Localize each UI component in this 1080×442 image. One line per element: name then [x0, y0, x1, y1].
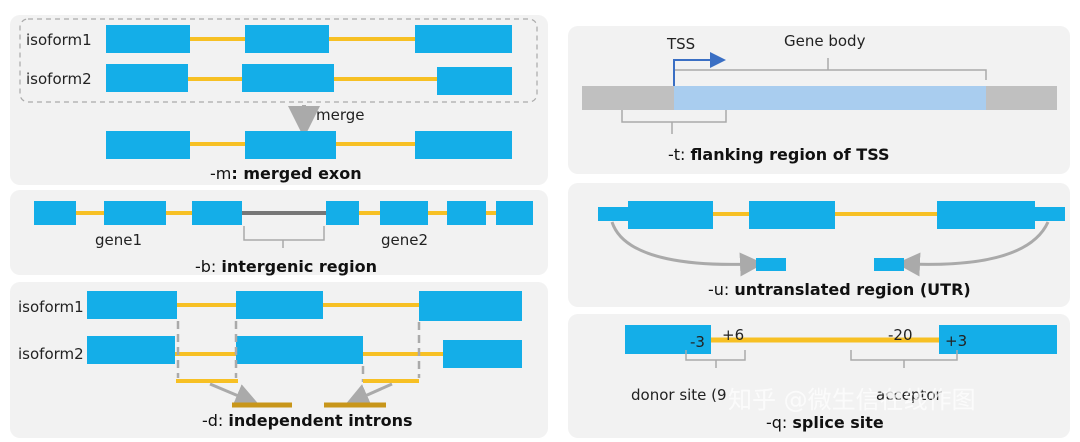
acceptor-site-label: acceptor: [876, 386, 942, 404]
downstream-flank: [986, 86, 1057, 110]
exon: [87, 291, 177, 319]
isoform2-gene-model: [87, 336, 522, 368]
exon: [380, 201, 428, 225]
gene-body-label: Gene body: [784, 32, 866, 50]
exon: [437, 67, 512, 95]
exon: [104, 201, 166, 225]
exon: [496, 201, 533, 225]
tss-arrow: [673, 52, 726, 86]
exon: [749, 201, 835, 229]
independent-introns-caption: -d: independent introns: [202, 411, 413, 430]
gene2-label: gene2: [381, 231, 428, 249]
utr-block: [1035, 207, 1065, 221]
isoform1-gene-model: [106, 25, 512, 53]
exon: [447, 201, 486, 225]
exon: [242, 64, 334, 92]
exon: [106, 25, 190, 53]
exon: [87, 336, 175, 364]
extracted-introns: [176, 379, 419, 408]
acceptor-offset-minus20: -20: [888, 326, 913, 344]
utr5-arrow: [610, 221, 764, 277]
splice-gene-model: [625, 325, 1057, 354]
isoform1-label: isoform1: [18, 298, 84, 316]
isoform1-gene-model: [87, 291, 522, 321]
intergenic-gene-models: [34, 201, 533, 225]
gene1-label: gene1: [95, 231, 142, 249]
upstream-flank: [582, 86, 674, 110]
exon: [236, 291, 323, 319]
merge-label: merge: [316, 106, 365, 124]
merge-arrow: [209, 382, 260, 407]
merged-gene-model: [106, 131, 512, 159]
exon: [625, 325, 711, 354]
exon: [419, 291, 522, 321]
exon: [939, 325, 1057, 354]
donor-bracket: [685, 350, 746, 368]
tss-flank-bracket: [621, 110, 727, 134]
exon: [245, 25, 329, 53]
gene-body: [674, 86, 986, 110]
intergenic-bracket: [243, 226, 325, 248]
acceptor-bracket: [850, 350, 958, 368]
isoform1-label: isoform1: [26, 31, 92, 49]
utr-gene-model: [598, 201, 1065, 229]
exon: [106, 131, 190, 159]
donor-offset-plus6: +6: [722, 326, 744, 344]
donor-site-label: donor site (9: [631, 386, 727, 404]
tss-flank-caption: -t: flanking region of TSS: [668, 145, 890, 164]
utr5-extracted: [756, 258, 786, 271]
exon: [106, 64, 188, 92]
merged-exon-caption: -m: merged exon: [210, 164, 362, 183]
isoform2-label: isoform2: [18, 345, 84, 363]
exon: [326, 201, 359, 225]
exon: [415, 25, 512, 53]
merge-arrow: [345, 382, 393, 407]
isoform2-label: isoform2: [26, 70, 92, 88]
exon: [937, 201, 1035, 229]
tss-label: TSS: [666, 35, 695, 53]
exon: [245, 131, 336, 159]
donor-offset-minus3: -3: [690, 333, 705, 351]
gene-body-bracket: [673, 58, 987, 80]
exon: [34, 201, 76, 225]
exon: [236, 336, 363, 364]
utr3-arrow: [896, 221, 1050, 277]
acceptor-offset-plus3: +3: [945, 332, 967, 350]
utr3-extracted: [874, 258, 904, 271]
isoform2-gene-model: [106, 64, 512, 95]
utr-caption: -u: untranslated region (UTR): [708, 280, 971, 299]
watermark: 知乎 @微生信在线作图: [728, 386, 976, 414]
utr-block: [598, 207, 628, 221]
exon: [628, 201, 713, 229]
exon: [192, 201, 242, 225]
intergenic-caption: -b: intergenic region: [195, 257, 377, 276]
exon: [415, 131, 512, 159]
exon: [443, 340, 522, 368]
splice-site-caption: -q: splice site: [766, 413, 884, 432]
